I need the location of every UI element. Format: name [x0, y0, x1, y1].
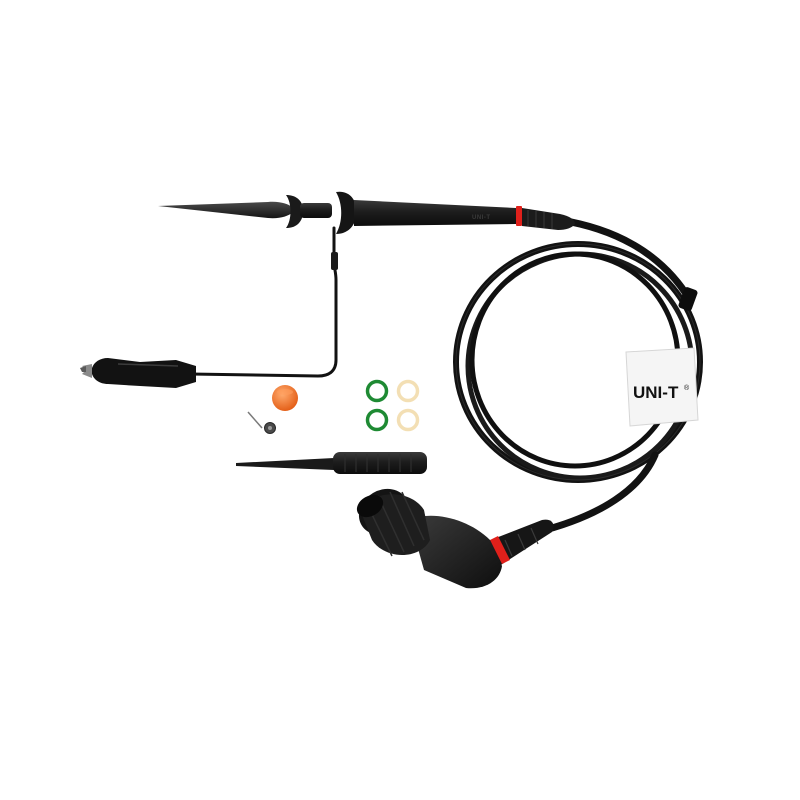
probe-brand-print: UNI-T [472, 215, 491, 221]
green-ring-1 [365, 379, 389, 403]
bnc-connector [356, 488, 554, 589]
probe-assembly: UNI-T [158, 191, 575, 234]
accessory-orange-tip [272, 385, 298, 411]
cable-label-flag: UNI-T ® [625, 347, 699, 427]
probe-red-ring [516, 206, 522, 226]
color-coding-rings [365, 379, 420, 432]
cream-ring-2 [396, 408, 420, 432]
ground-lead [80, 226, 338, 388]
cream-ring-1 [396, 379, 420, 403]
adjustment-tool [236, 452, 427, 474]
accessory-spring-ground [247, 411, 276, 434]
alligator-clip [80, 358, 196, 388]
cable-label-registered-mark: ® [684, 384, 690, 392]
probe-barrel [354, 200, 528, 226]
cable-label-brand: UNI-T [633, 383, 679, 402]
probe-hook-tip [158, 201, 292, 219]
green-ring-2 [365, 408, 389, 432]
